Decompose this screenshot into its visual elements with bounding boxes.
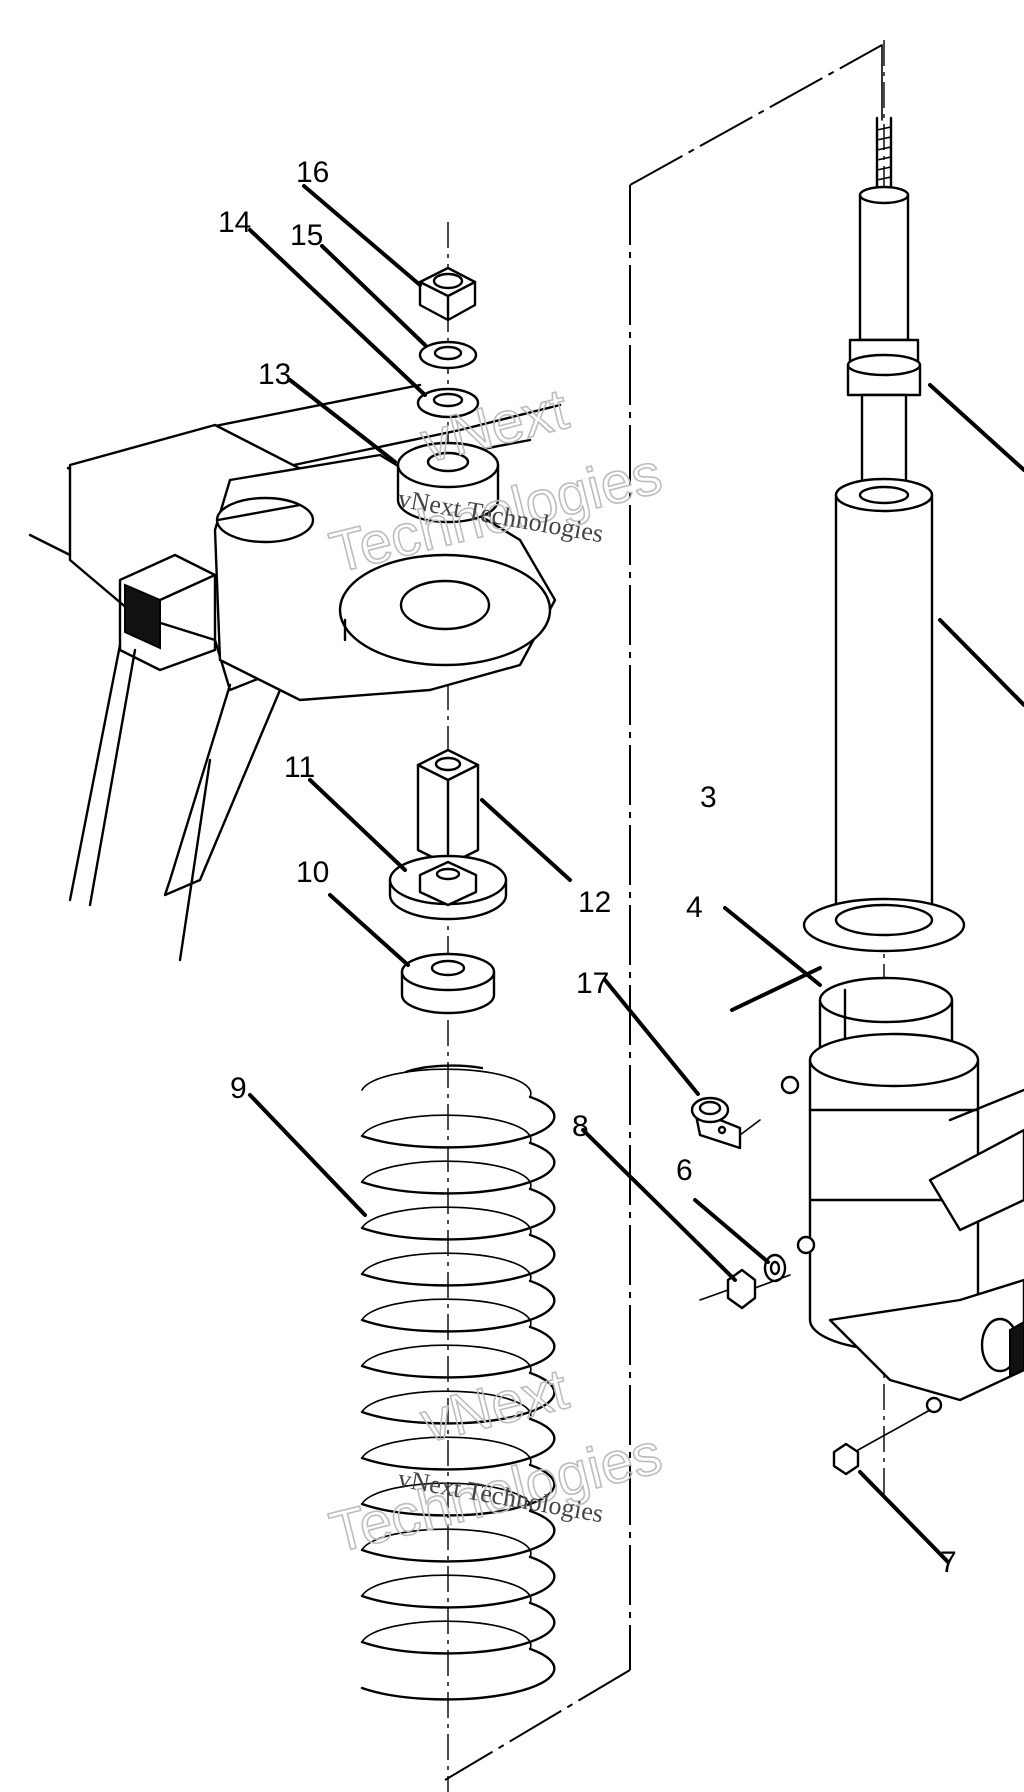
part-13-bushing bbox=[396, 441, 500, 524]
callout-6: 6 bbox=[676, 1154, 693, 1187]
callout-9: 9 bbox=[230, 1072, 247, 1105]
leader-lines bbox=[248, 184, 1024, 1564]
callout-7: 7 bbox=[940, 1546, 957, 1579]
part-4-spindle-housing bbox=[780, 976, 1024, 1414]
callout-11: 11 bbox=[284, 751, 315, 784]
svg-text:vNext: vNext bbox=[415, 1356, 575, 1455]
callout-10: 10 bbox=[296, 856, 329, 889]
callout-14: 14 bbox=[218, 206, 251, 239]
mounting-plane bbox=[444, 44, 883, 1781]
shock-absorber bbox=[834, 116, 934, 938]
part-9-coil-spring bbox=[360, 1064, 556, 1701]
spring-back-coils bbox=[361, 1068, 532, 1650]
part-6-washer bbox=[763, 1253, 787, 1283]
callout-12: 12 bbox=[578, 886, 611, 919]
part-15-washer bbox=[418, 340, 478, 370]
callout-3: 3 bbox=[700, 781, 717, 814]
spring-top-end bbox=[404, 1064, 484, 1074]
spring-front-coils bbox=[360, 1095, 556, 1701]
callout-16: 16 bbox=[296, 156, 329, 189]
callout-labels: 16 15 14 13 11 12 10 9 3 4 17 8 6 7 bbox=[218, 156, 957, 1579]
callout-8: 8 bbox=[572, 1110, 589, 1143]
callout-13: 13 bbox=[258, 358, 291, 391]
part-16-hex-nut bbox=[418, 266, 477, 322]
part-11-cup-washer bbox=[388, 854, 508, 921]
part-17-clamp bbox=[690, 1096, 761, 1150]
watermark-bottom: vNext Technologies vNext Technologies bbox=[323, 1356, 669, 1567]
part-14-washer bbox=[416, 387, 480, 419]
part-10-spring-seat bbox=[400, 952, 496, 1015]
part-12-spacer bbox=[416, 748, 480, 867]
part-3-washer bbox=[802, 897, 966, 953]
callout-17: 17 bbox=[576, 967, 609, 1000]
callout-4: 4 bbox=[686, 891, 703, 924]
callout-15: 15 bbox=[290, 219, 323, 252]
part-7-bolt bbox=[832, 1409, 931, 1476]
